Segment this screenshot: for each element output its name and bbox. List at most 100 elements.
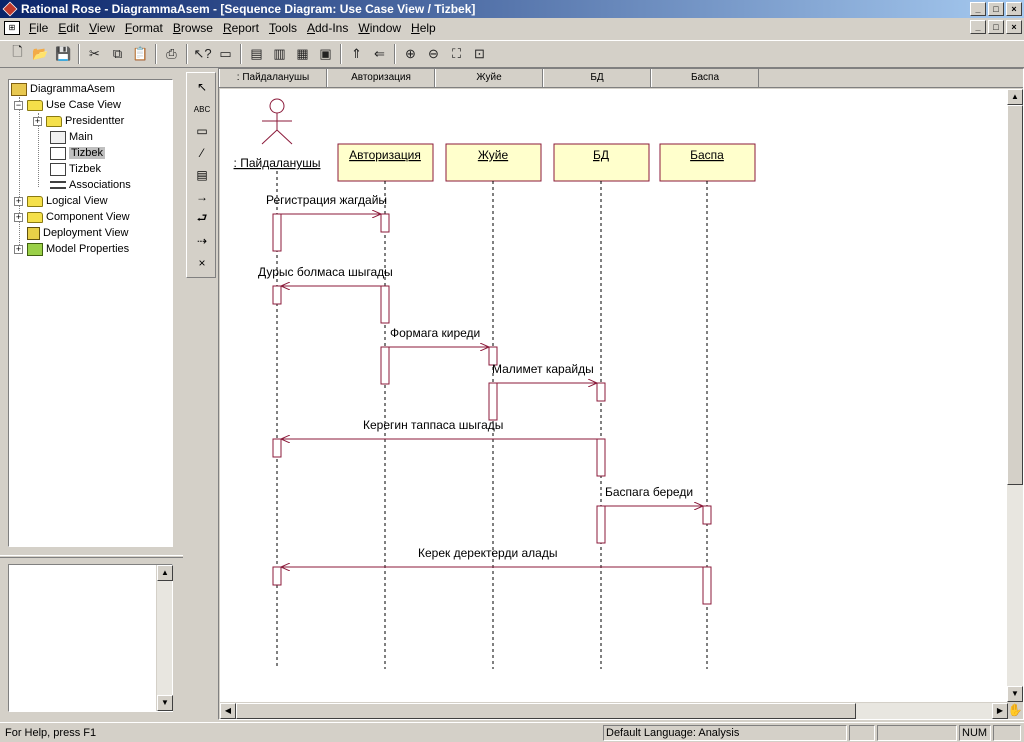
message-label[interactable]: Керегин таппаса шыгады [363, 418, 503, 432]
diagram-canvas[interactable]: : Пайдаланушы Авторизация Жуйе БД Баспа [220, 89, 1008, 702]
cut-icon[interactable]: ✂ [89, 46, 100, 61]
menu-report[interactable]: Report [222, 21, 259, 35]
message-label[interactable]: Формага киреди [390, 326, 480, 340]
minimize-button[interactable]: _ [970, 2, 986, 16]
tree-item-model-properties[interactable]: + Model Properties [14, 241, 129, 257]
scroll-thumb[interactable] [1007, 105, 1023, 485]
class-diagram-icon[interactable]: ▤ [250, 46, 263, 61]
activation-bar[interactable] [596, 438, 606, 477]
header-bd[interactable]: БД [543, 69, 651, 87]
activation-bar[interactable] [380, 346, 390, 385]
new-icon[interactable]: 🗋 [12, 44, 23, 59]
scroll-down-icon[interactable]: ▼ [157, 695, 173, 711]
message-tool[interactable]: → [196, 190, 208, 204]
print-icon[interactable]: ⎙ [166, 46, 177, 61]
interaction-diagram-icon[interactable]: ▥ [273, 46, 286, 61]
scroll-up-icon[interactable]: ▲ [157, 565, 173, 581]
message-label[interactable]: Регистрация жагдайы [266, 193, 387, 207]
menu-help[interactable]: Help [411, 21, 436, 35]
copy-icon[interactable]: ⧉ [112, 46, 123, 61]
activation-bar[interactable] [272, 285, 282, 305]
object-box-zhuye[interactable] [445, 143, 542, 182]
object-box-baspa[interactable] [659, 143, 756, 182]
expand-icon[interactable]: + [14, 195, 23, 206]
scroll-up-icon[interactable]: ▲ [1007, 89, 1023, 105]
paste-icon[interactable]: 📋 [132, 46, 149, 61]
expand-icon[interactable]: + [33, 115, 42, 126]
tree-item-presidentter[interactable]: + Presidentter [33, 113, 124, 129]
actor-figure[interactable] [261, 98, 293, 145]
selection-tool[interactable]: ↖ [196, 80, 208, 94]
menu-view[interactable]: View [89, 21, 115, 35]
zoom-out-icon[interactable]: ⊖ [428, 46, 439, 61]
object-tool[interactable]: ▤ [196, 168, 208, 182]
note-tool[interactable]: ▭ [196, 124, 208, 138]
menu-browse[interactable]: Browse [172, 21, 213, 35]
menu-window[interactable]: Window [358, 21, 402, 35]
tree-item-associations[interactable]: Associations [50, 177, 131, 193]
diagram-vertical-scrollbar[interactable]: ▲ ▼ [1007, 89, 1023, 702]
tree-item-model[interactable]: DiagrammaAsem [11, 81, 115, 97]
tree-item-use-case-view[interactable]: − Use Case View [14, 97, 121, 113]
browse-previous-icon[interactable]: ⇐ [374, 46, 385, 61]
header-actor[interactable]: : Пайдаланушы [219, 69, 327, 87]
text-tool[interactable]: ABC [193, 104, 211, 114]
message-label[interactable]: Малимет карайды [492, 362, 594, 376]
documentation-pane[interactable]: ▲ ▼ [8, 564, 173, 712]
menu-add-ins[interactable]: Add-Ins [306, 21, 349, 35]
activation-bar[interactable] [488, 346, 498, 366]
message-to-self-tool[interactable]: ⮐ [196, 210, 208, 225]
scroll-left-icon[interactable]: ◀ [220, 703, 236, 719]
expand-icon[interactable]: + [14, 211, 23, 222]
deployment-diagram-icon[interactable]: ▣ [319, 46, 332, 61]
pane-splitter[interactable] [0, 555, 183, 558]
return-message-tool[interactable]: ⇢ [196, 234, 208, 248]
menu-tools[interactable]: Tools [268, 21, 297, 35]
zoom-in-icon[interactable]: ⊕ [405, 46, 416, 61]
activation-bar[interactable] [380, 285, 390, 324]
tree-item-main[interactable]: Main [50, 129, 93, 145]
save-icon[interactable]: 💾 [55, 46, 72, 61]
activation-bar[interactable] [702, 505, 712, 525]
menu-format[interactable]: Format [124, 21, 163, 35]
rose-app-icon[interactable] [2, 1, 18, 17]
doc-restore-button[interactable]: □ [988, 20, 1004, 34]
menu-file[interactable]: File [29, 21, 49, 35]
message-label[interactable]: Керек деректерди алады [418, 546, 557, 560]
maximize-button[interactable]: □ [988, 2, 1004, 16]
activation-bar[interactable] [702, 566, 712, 605]
activation-bar[interactable] [596, 505, 606, 544]
collapse-icon[interactable]: − [14, 99, 23, 110]
activation-bar[interactable] [272, 566, 282, 586]
model-browser[interactable]: DiagrammaAsem − Use Case View + Presiden… [8, 79, 173, 547]
scroll-down-icon[interactable]: ▼ [1007, 686, 1023, 702]
activation-bar[interactable] [380, 213, 390, 233]
tree-item-logical-view[interactable]: + Logical View [14, 193, 108, 209]
diagram-horizontal-scrollbar[interactable]: ◀ ▶ [220, 703, 1008, 719]
scroll-right-icon[interactable]: ▶ [992, 703, 1008, 719]
message-label[interactable]: Баспага береди [605, 485, 693, 499]
scroll-thumb[interactable] [236, 703, 856, 719]
tree-item-tizbek-collaboration[interactable]: Tizbek [50, 161, 101, 177]
doc-close-button[interactable]: × [1006, 20, 1022, 34]
open-icon[interactable]: 📂 [32, 46, 49, 61]
menu-edit[interactable]: Edit [58, 21, 80, 35]
doc-minimize-button[interactable]: _ [970, 20, 986, 34]
doc-vertical-scrollbar[interactable]: ▲ ▼ [156, 565, 173, 711]
browse-parent-icon[interactable]: ⇑ [351, 46, 362, 61]
header-baspa[interactable]: Баспа [651, 69, 759, 87]
activation-bar[interactable] [596, 382, 606, 402]
view-doc-icon[interactable]: ▭ [219, 46, 232, 61]
component-diagram-icon[interactable]: ▦ [296, 46, 309, 61]
fit-in-window-icon[interactable]: ⛶ [451, 46, 462, 61]
activation-bar[interactable] [272, 213, 282, 252]
help-pointer-icon[interactable]: ↖? [193, 46, 212, 61]
document-system-menu-icon[interactable]: ⊞ [4, 21, 20, 35]
tree-item-tizbek-sequence[interactable]: Tizbek [50, 145, 105, 161]
expand-icon[interactable]: + [14, 243, 23, 254]
close-button[interactable]: × [1006, 2, 1022, 16]
tree-item-deployment-view[interactable]: Deployment View [27, 225, 128, 241]
header-zhuye[interactable]: Жуйе [435, 69, 543, 87]
object-box-avtorizaciya[interactable] [337, 143, 434, 182]
tree-item-component-view[interactable]: + Component View [14, 209, 130, 225]
